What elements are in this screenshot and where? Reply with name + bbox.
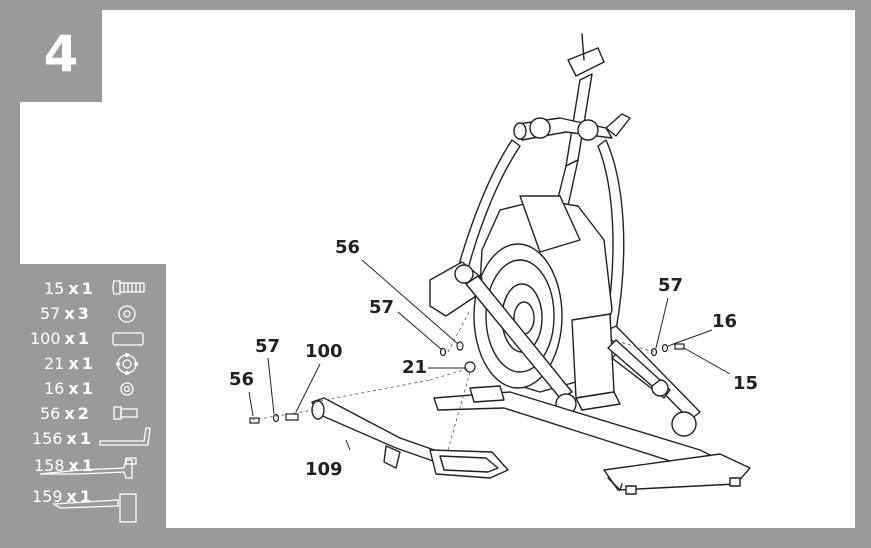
parts-list-item: 159 x 1 bbox=[32, 485, 91, 507]
part-times: x bbox=[68, 455, 79, 475]
part-times: x bbox=[64, 328, 75, 348]
washer-icon bbox=[118, 305, 136, 323]
part-number: 21 bbox=[44, 353, 65, 373]
callout-56-left: 56 bbox=[229, 369, 255, 390]
part-number: 56 bbox=[40, 403, 61, 423]
part-times: x bbox=[68, 353, 79, 373]
part-number: 100 bbox=[30, 328, 61, 348]
part-quantity: 1 bbox=[79, 486, 92, 506]
step-number: 4 bbox=[43, 25, 79, 83]
part-quantity: 2 bbox=[77, 403, 89, 423]
part-number: 57 bbox=[40, 303, 61, 323]
part-number: 15 bbox=[44, 278, 65, 298]
part-times: x bbox=[68, 378, 79, 398]
part-number: 158 bbox=[34, 455, 65, 475]
callout-109: 109 bbox=[305, 459, 343, 480]
part-quantity: 1 bbox=[81, 278, 93, 298]
wrench-icon bbox=[39, 457, 137, 479]
parts-list-item: 158 x 1 bbox=[34, 454, 93, 476]
part-times: x bbox=[66, 428, 77, 448]
frame-border-top bbox=[0, 0, 871, 10]
parts-list-panel bbox=[20, 264, 166, 528]
frame-border-right bbox=[855, 0, 871, 548]
wave-washer-icon bbox=[115, 352, 139, 376]
part-times: x bbox=[64, 303, 75, 323]
callout-15: 15 bbox=[733, 373, 759, 394]
spring-washer-icon bbox=[120, 382, 134, 396]
callout-100: 100 bbox=[305, 341, 343, 362]
parts-list-item: 56 x 2 bbox=[40, 402, 89, 424]
frame-border-bottom bbox=[0, 528, 871, 548]
callout-57-right: 57 bbox=[658, 275, 684, 296]
part-number: 156 bbox=[32, 428, 63, 448]
step-number-box bbox=[20, 10, 102, 102]
bolt-icon bbox=[112, 280, 145, 295]
sleeve-icon bbox=[112, 332, 144, 346]
part-number: 159 bbox=[32, 486, 63, 506]
part-number: 16 bbox=[44, 378, 65, 398]
parts-list-item: 57 x 3 bbox=[40, 302, 89, 324]
part-quantity: 1 bbox=[81, 455, 94, 475]
parts-list-item: 15 x 1 bbox=[44, 277, 93, 299]
allen-key-icon bbox=[99, 427, 151, 446]
callout-56-top: 56 bbox=[335, 237, 361, 258]
frame-border-left bbox=[0, 0, 20, 548]
parts-list-item: 21 x 1 bbox=[44, 352, 93, 374]
parts-list-item: 156 x 1 bbox=[32, 427, 91, 449]
part-times: x bbox=[66, 486, 77, 506]
short-bolt-icon bbox=[113, 406, 138, 420]
part-quantity: 1 bbox=[77, 328, 90, 348]
callout-21: 21 bbox=[402, 357, 428, 378]
part-times: x bbox=[64, 403, 75, 423]
callout-16: 16 bbox=[712, 311, 738, 332]
part-quantity: 1 bbox=[81, 378, 93, 398]
callout-57-left: 57 bbox=[255, 336, 281, 357]
parts-list-item: 16 x 1 bbox=[44, 377, 93, 399]
part-times: x bbox=[68, 278, 79, 298]
part-quantity: 3 bbox=[77, 303, 89, 323]
callout-57-top: 57 bbox=[369, 297, 395, 318]
hex-wrench-icon bbox=[52, 493, 137, 523]
part-quantity: 1 bbox=[81, 353, 93, 373]
part-quantity: 1 bbox=[79, 428, 92, 448]
parts-list-item: 100 x 1 bbox=[30, 327, 89, 349]
